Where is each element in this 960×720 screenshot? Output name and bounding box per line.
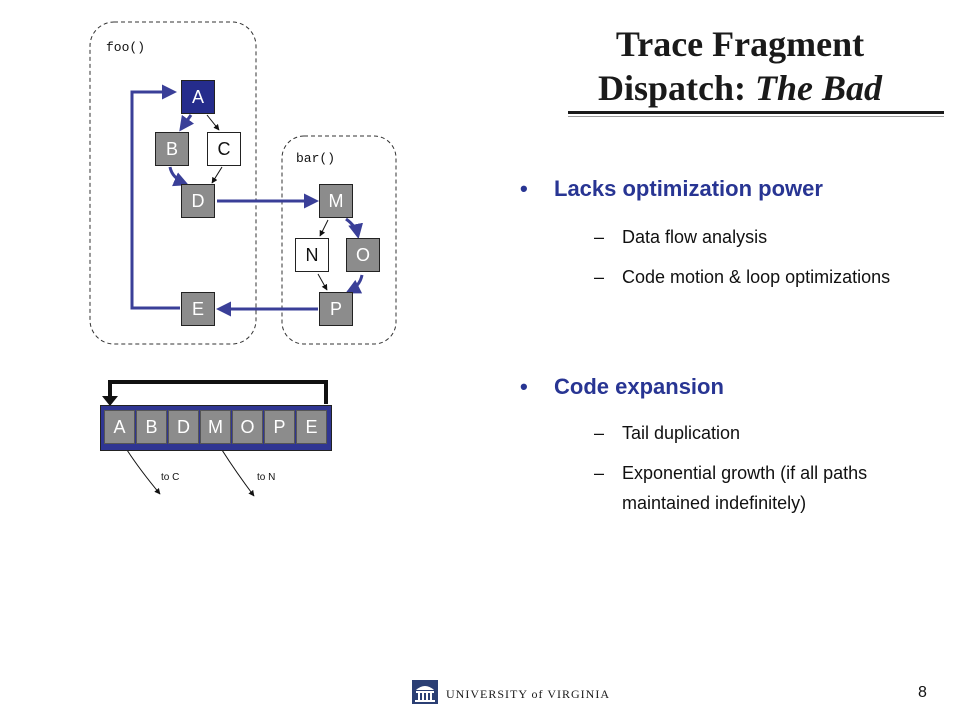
cfg-node-d: D bbox=[181, 184, 215, 218]
university-wordmark: UNIVERSITY of VIRGINIA bbox=[446, 687, 610, 701]
edge-a-c bbox=[206, 114, 220, 131]
cfg-node-a: A bbox=[181, 80, 215, 114]
exit-label-to-c: to C bbox=[161, 472, 180, 483]
bullet-marker: • bbox=[520, 176, 528, 201]
trace-cell: D bbox=[168, 410, 199, 444]
sub-bullet-marker: – bbox=[594, 267, 605, 287]
trace-cell: B bbox=[136, 410, 167, 444]
bar-label: bar() bbox=[296, 151, 336, 166]
edge-e-a-loop bbox=[130, 84, 180, 310]
cfg-node-p: P bbox=[319, 292, 353, 326]
title-rule bbox=[568, 111, 944, 114]
edge-m-o bbox=[345, 217, 363, 239]
sub-bullet-text: Exponential growth (if all paths maintai… bbox=[622, 463, 868, 513]
edge-c-d bbox=[211, 166, 223, 184]
foo-label: foo() bbox=[106, 40, 146, 55]
trace-cell: E bbox=[296, 410, 327, 444]
title-line-1: Trace Fragment bbox=[615, 24, 865, 64]
trace-cell: M bbox=[200, 410, 231, 444]
sub-bullet-text: Code motion & loop optimizations bbox=[622, 267, 891, 287]
sub-bullet-item: –Exponential growth (if all paths mainta… bbox=[594, 458, 934, 518]
trace-loop-arrowhead bbox=[102, 396, 118, 406]
cfg-node-m: M bbox=[319, 184, 353, 218]
bar-container bbox=[281, 135, 397, 345]
bullet-marker: • bbox=[520, 374, 528, 399]
trace-cell: P bbox=[264, 410, 295, 444]
exit-arrow-to-c bbox=[126, 449, 161, 495]
edge-b-d bbox=[168, 166, 189, 187]
cfg-node-e: E bbox=[181, 292, 215, 326]
bullet-text: Code expansion bbox=[554, 374, 724, 399]
cfg-node-n: N bbox=[295, 238, 329, 272]
cfg-node-c: C bbox=[207, 132, 241, 166]
exit-arrow-to-n bbox=[221, 449, 255, 497]
sub-bullet-item: –Data flow analysis bbox=[594, 222, 934, 252]
page-number: 8 bbox=[918, 684, 927, 701]
sub-bullet-item: –Tail duplication bbox=[594, 418, 934, 448]
bullet-item: • Lacks optimization power bbox=[520, 176, 823, 202]
edge-m-n bbox=[319, 219, 329, 237]
edge-o-p bbox=[345, 274, 364, 294]
title-line-2: Dispatch: The Bad bbox=[540, 66, 940, 110]
exit-label-to-n: to N bbox=[257, 472, 276, 483]
trace-cell: A bbox=[104, 410, 135, 444]
title-line-2-italic: The Bad bbox=[755, 68, 883, 108]
trace-loop-arrow bbox=[108, 380, 328, 404]
foo-container bbox=[89, 21, 257, 345]
title-line-2-plain: Dispatch: bbox=[597, 68, 755, 108]
cfg-node-o: O bbox=[346, 238, 380, 272]
cfg-node-b: B bbox=[155, 132, 189, 166]
slide-title: Trace Fragment Dispatch: The Bad bbox=[540, 22, 940, 110]
sub-bullet-text: Data flow analysis bbox=[622, 227, 768, 247]
sub-bullet-marker: – bbox=[594, 227, 605, 247]
sub-bullet-text: Tail duplication bbox=[622, 423, 741, 443]
trace-cell: O bbox=[232, 410, 263, 444]
sub-bullet-marker: – bbox=[594, 423, 605, 443]
sub-bullet-marker: – bbox=[594, 463, 605, 483]
sub-bullet-item: –Code motion & loop optimizations bbox=[594, 262, 934, 292]
edge-n-p bbox=[317, 273, 328, 291]
edge-a-b bbox=[179, 114, 195, 132]
rotunda-logo-icon bbox=[412, 680, 438, 704]
title-rule-shadow bbox=[568, 116, 944, 117]
bullet-item: • Code expansion bbox=[520, 374, 724, 400]
bullet-text: Lacks optimization power bbox=[554, 176, 823, 201]
